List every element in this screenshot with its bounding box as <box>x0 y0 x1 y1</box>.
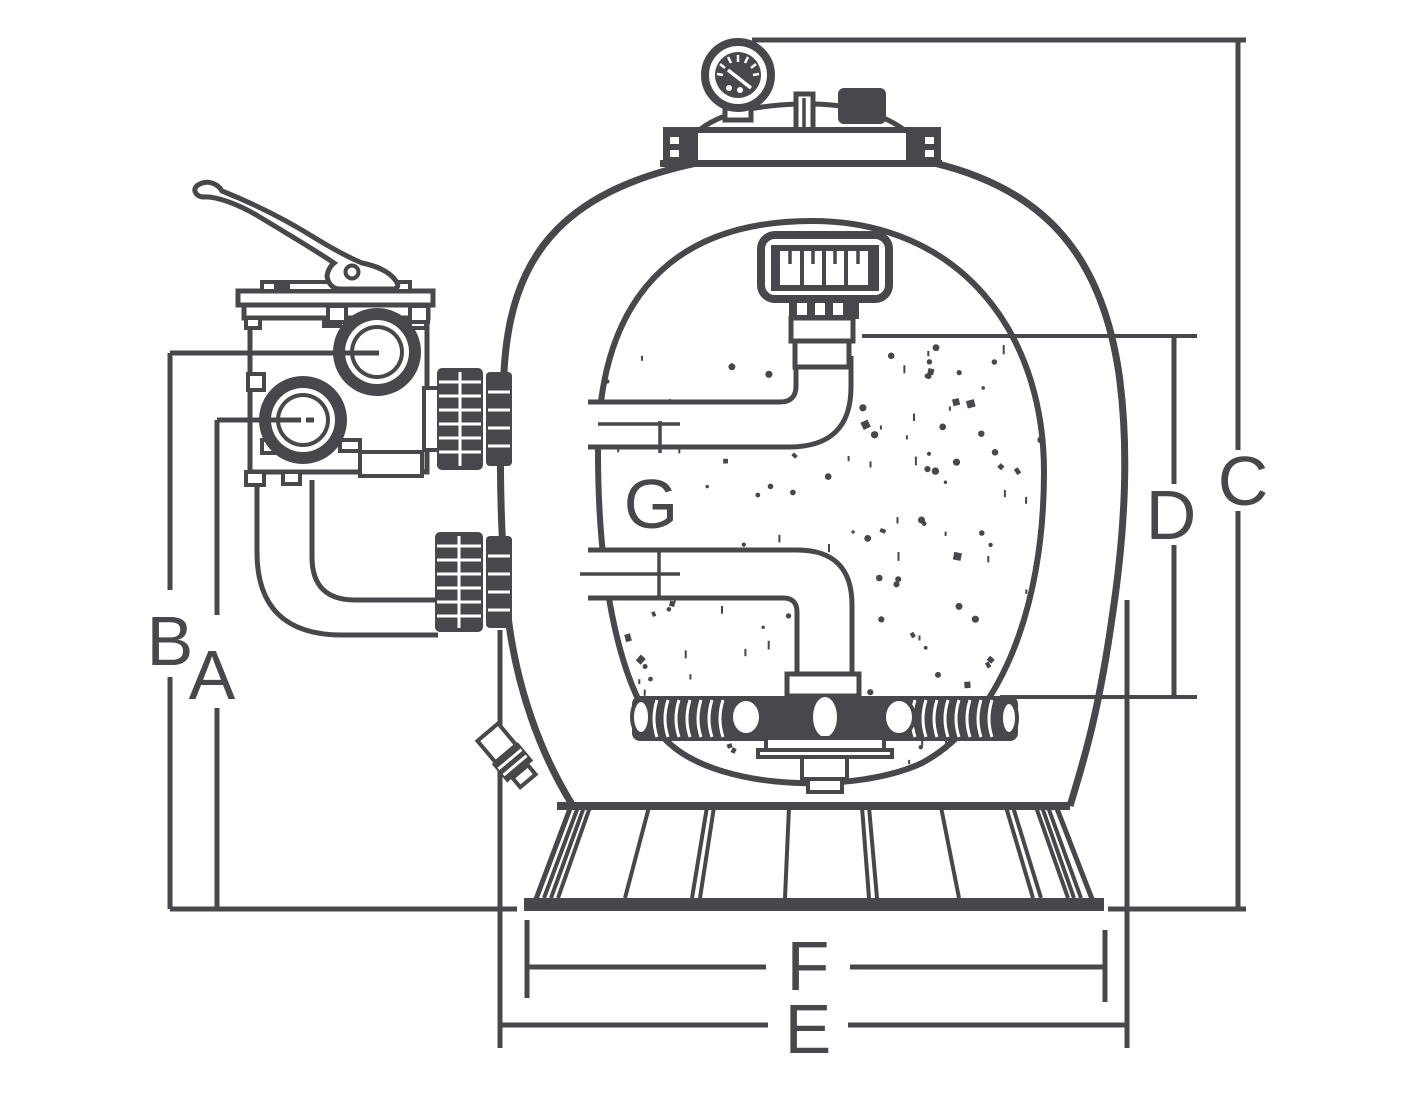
plate-tab <box>244 316 262 330</box>
gauge-dot <box>737 87 743 93</box>
hub-center-gap <box>813 697 837 737</box>
sight-glass-block <box>838 88 886 124</box>
valve-tab <box>281 470 302 486</box>
clamp-bolt-lug-left <box>664 129 698 165</box>
drain-tip <box>509 762 539 790</box>
union-ring <box>486 536 512 628</box>
valve-port-lower <box>246 372 362 464</box>
base-skirt <box>524 802 1104 911</box>
union-ring <box>486 372 512 466</box>
diffuser-neck-slot <box>797 301 807 315</box>
diffuser-neck-slot <box>815 301 825 315</box>
port-flange-tab <box>326 304 348 324</box>
dimension-labels: A B C D E F G <box>147 442 1269 1068</box>
skirt-top-edge <box>557 802 1070 810</box>
drain-stub-tip <box>806 777 844 794</box>
diffuser-neck-slot <box>833 301 843 315</box>
dim-label-e: E <box>785 990 832 1068</box>
bolt-notch <box>925 137 934 144</box>
drain-stub <box>800 755 849 781</box>
dim-label-a: A <box>189 636 236 714</box>
union-stub <box>422 386 441 452</box>
lateral-opening-right <box>882 697 916 737</box>
lateral-corrugations <box>652 699 994 738</box>
valve-elbow-fill <box>257 487 436 635</box>
union-coupling-upper <box>422 368 512 470</box>
dim-label-c: C <box>1218 442 1269 520</box>
dim-label-b: B <box>147 602 194 680</box>
lower-standpipe-fill <box>588 550 852 676</box>
valve-elbow-outer <box>254 480 438 638</box>
dimension-lines-under <box>167 37 1246 1048</box>
diffuser-collar <box>788 315 856 344</box>
diffuser-window <box>826 251 844 285</box>
gauge-dot <box>726 85 732 91</box>
valve-plate-upper <box>235 288 436 308</box>
clamp-band <box>663 127 941 167</box>
pressure-gauge <box>701 38 775 123</box>
skirt-panel-lines <box>542 806 1083 899</box>
gauge-ticks <box>716 55 760 77</box>
skirt-side-right <box>1053 805 1095 900</box>
port-flange-tab <box>408 304 430 324</box>
diffuser-window <box>804 251 822 285</box>
dim-label-f: F <box>787 927 830 1005</box>
lateral-end-cap-right <box>999 700 1019 736</box>
lateral-end-cap-left <box>630 698 652 736</box>
port-flange-tab <box>338 438 362 453</box>
dimension-lines-over <box>170 350 680 599</box>
valve-bolt <box>274 283 290 290</box>
hub-coupling <box>784 671 862 699</box>
lower-standpipe-outer-edge <box>588 547 855 678</box>
valve-tab <box>244 470 266 487</box>
bolt-notch <box>670 137 679 144</box>
lid-assembly <box>660 38 942 167</box>
dim-label-g: G <box>624 465 678 543</box>
dim-label-d: D <box>1146 476 1197 554</box>
lateral-opening-left <box>729 697 763 737</box>
upper-standpipe-outer-edge <box>588 356 799 405</box>
lower-standpipe-inner-edge <box>588 595 800 678</box>
upper-standpipe-inner-edge <box>588 356 854 450</box>
port-flange-tab <box>246 372 266 392</box>
valve-elbow-inner <box>309 480 438 603</box>
gauge-needle <box>726 68 753 90</box>
clamp-bolt-lug-right <box>906 129 940 165</box>
diffuser-pipe-segment <box>792 338 852 370</box>
diffuser-window <box>780 251 800 285</box>
valve-bottom-stub <box>358 450 424 478</box>
union-coupling-lower <box>435 532 512 632</box>
waste-drain-valve <box>474 720 539 790</box>
tank-internals <box>588 231 1197 794</box>
handle-pivot-pin <box>343 263 361 281</box>
base-plate <box>524 898 1104 911</box>
lateral-assembly <box>630 695 1197 794</box>
drain-ribbed-cap <box>491 742 534 783</box>
valve-handle-lever <box>192 179 401 292</box>
bolt-notch <box>925 150 934 157</box>
diffuser-window <box>848 251 868 285</box>
bolt-notch <box>670 150 679 157</box>
skirt-side-left <box>533 805 574 900</box>
clamp-band-shadow <box>660 160 942 167</box>
